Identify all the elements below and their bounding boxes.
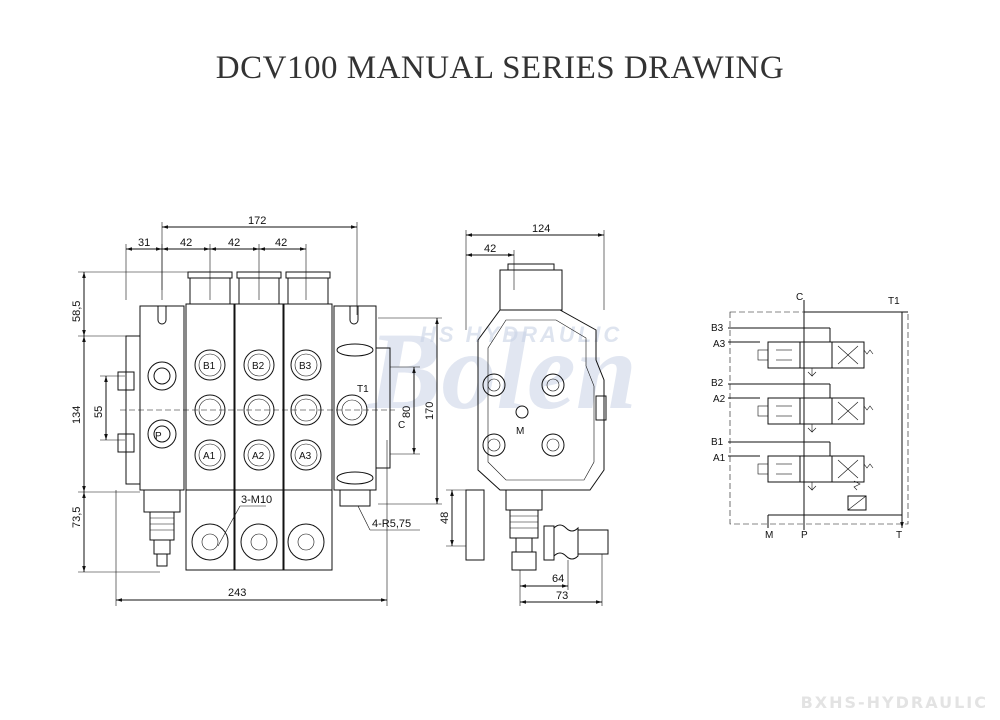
schematic-B3: B3 (711, 323, 724, 334)
port-A2-front: A2 (252, 451, 265, 462)
dim-243: 243 (228, 587, 246, 599)
port-C-front: C (398, 420, 405, 431)
work-sections (185, 271, 333, 571)
dim-55: 55 (93, 406, 105, 418)
hydraulic-schematic: C T1 M P T (711, 292, 909, 541)
schematic-valve-2 (728, 383, 874, 433)
schematic-A3: A3 (713, 339, 726, 350)
schematic-A2: A2 (713, 394, 726, 405)
schematic-T: T (896, 530, 902, 541)
dim-64: 64 (552, 573, 564, 585)
dim-80: 80 (401, 406, 413, 418)
dim-42b: 42 (228, 237, 240, 249)
schematic-M: M (765, 530, 773, 541)
schematic-B2: B2 (711, 378, 724, 389)
port-P: P (155, 431, 162, 442)
dim-48: 48 (439, 512, 451, 524)
footer-watermark: BXHS-HYDRAULIC (800, 693, 988, 712)
port-B1-front: B1 (203, 361, 216, 372)
dim-73-5: 73,5 (71, 507, 83, 528)
schematic-T1: T1 (888, 296, 900, 307)
callout-4-r5-75: 4-R5,75 (372, 518, 411, 530)
dim-58-5: 58,5 (71, 301, 83, 322)
port-A3-front: A3 (299, 451, 312, 462)
dim-124: 124 (532, 223, 550, 235)
port-T1-front: T1 (357, 384, 369, 395)
schematic-valve-3 (728, 327, 874, 377)
dim-42a: 42 (180, 237, 192, 249)
callout-3-m10: 3-M10 (241, 494, 272, 506)
watermark-brand: Bolen (366, 310, 637, 432)
port-M-side: M (516, 426, 524, 437)
front-view: 172 31 42 42 42 58,5 134 55 73,5 243 170… (71, 215, 442, 606)
dim-42-side: 42 (484, 243, 496, 255)
side-view: 124 42 M 48 64 (439, 223, 609, 606)
schematic-valve-1 (728, 441, 874, 491)
schematic-P: P (801, 530, 808, 541)
dim-172: 172 (248, 215, 266, 227)
schematic-A1: A1 (713, 453, 726, 464)
dim-73: 73 (556, 590, 568, 602)
schematic-B1: B1 (711, 437, 724, 448)
page-title: DCV100 MANUAL SERIES DRAWING (215, 50, 785, 86)
port-B2-front: B2 (252, 361, 265, 372)
port-A1-front: A1 (203, 451, 216, 462)
dim-31: 31 (138, 237, 150, 249)
watermark-sub: HS HYDRAULIC (420, 322, 622, 347)
brand-watermark: Bolen HS HYDRAULIC (366, 310, 637, 432)
dim-170: 170 (424, 402, 436, 420)
dim-42c: 42 (275, 237, 287, 249)
dim-134: 134 (71, 406, 83, 424)
schematic-C: C (796, 292, 803, 303)
port-B3-front: B3 (299, 361, 312, 372)
